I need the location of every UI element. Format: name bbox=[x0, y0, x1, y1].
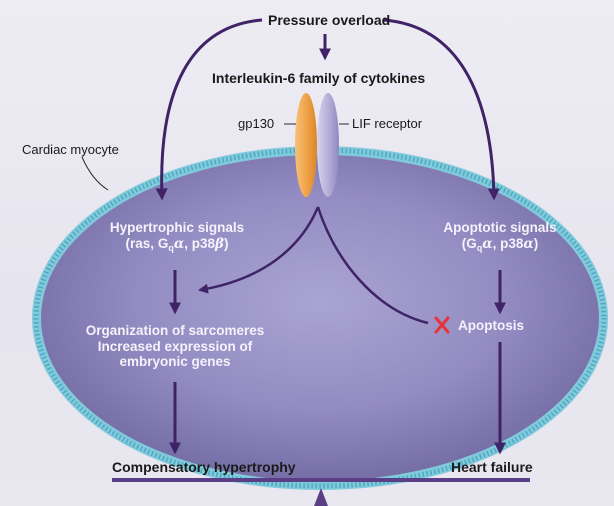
hypertrophic-signals-detail: (ras, Gqα, p38β) bbox=[96, 236, 258, 253]
lif-receptor-shape bbox=[317, 93, 339, 197]
hypertrophic-signals-label: Hypertrophic signals (ras, Gqα, p38β) bbox=[96, 220, 258, 253]
pressure-overload-label: Pressure overload bbox=[268, 12, 390, 28]
lif-receptor-label: LIF receptor bbox=[352, 117, 422, 132]
cardiac-myocyte-leader bbox=[82, 157, 108, 190]
hypertrophic-signals-title: Hypertrophic signals bbox=[96, 220, 258, 236]
il6-family-label: Interleukin-6 family of cytokines bbox=[212, 70, 425, 86]
balance-beam bbox=[112, 478, 530, 482]
cardiac-myocyte-label: Cardiac myocyte bbox=[22, 143, 119, 158]
balance-fulcrum bbox=[314, 488, 328, 506]
organization-label: Organization of sarcomeres Increased exp… bbox=[62, 323, 288, 370]
gp130-label: gp130 bbox=[238, 117, 274, 132]
gp130-receptor bbox=[295, 93, 317, 197]
apoptotic-signals-title: Apoptotic signals bbox=[430, 220, 570, 236]
heart-failure-label: Heart failure bbox=[451, 459, 533, 475]
compensatory-hypertrophy-label: Compensatory hypertrophy bbox=[112, 459, 296, 475]
apoptotic-signals-label: Apoptotic signals (Gqα, p38α) bbox=[430, 220, 570, 253]
apoptosis-label: Apoptosis bbox=[458, 318, 524, 334]
apoptotic-signals-detail: (Gqα, p38α) bbox=[430, 236, 570, 253]
